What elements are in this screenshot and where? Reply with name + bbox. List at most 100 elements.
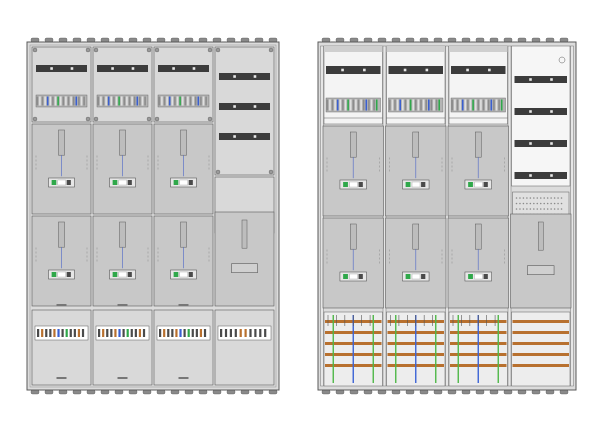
mounting-foot bbox=[405, 389, 415, 395]
terminal bbox=[75, 96, 78, 106]
mounting-foot bbox=[86, 389, 96, 395]
terminal bbox=[404, 99, 407, 111]
vent-hole bbox=[539, 197, 542, 199]
mounting-foot bbox=[198, 389, 208, 395]
busbar-field bbox=[448, 311, 508, 387]
mounting-foot bbox=[170, 389, 180, 395]
breaker-column bbox=[214, 46, 275, 386]
terminal bbox=[126, 329, 129, 337]
terminal bbox=[249, 329, 252, 337]
mounting-foot bbox=[58, 389, 68, 395]
terminal bbox=[122, 329, 125, 337]
mounting-foot bbox=[114, 37, 124, 43]
meter-clamp bbox=[51, 272, 57, 277]
mounting-foot bbox=[58, 37, 68, 43]
terminal bbox=[412, 99, 414, 111]
terminal bbox=[375, 99, 378, 111]
vent-hole bbox=[515, 208, 518, 210]
screw-icon bbox=[93, 116, 99, 122]
vent-hole bbox=[519, 202, 521, 205]
terminal bbox=[254, 329, 257, 337]
terminal bbox=[41, 329, 44, 337]
distribution-field bbox=[153, 46, 214, 123]
rail-slot bbox=[529, 174, 532, 177]
meter-hanger bbox=[58, 221, 65, 248]
meter-clamp bbox=[66, 180, 71, 185]
mounting-foot bbox=[489, 37, 499, 43]
mounting-foot bbox=[100, 37, 110, 43]
connection-field bbox=[31, 309, 92, 386]
mounting-foot bbox=[377, 37, 387, 43]
terminal bbox=[118, 329, 121, 337]
screw-icon bbox=[215, 47, 221, 53]
terminal bbox=[433, 99, 435, 111]
terminal bbox=[163, 329, 166, 337]
mounting-foot bbox=[128, 37, 138, 43]
terminal bbox=[49, 329, 52, 337]
terminal bbox=[467, 99, 469, 111]
terminal bbox=[179, 96, 181, 106]
busbar bbox=[512, 331, 569, 334]
screw-icon bbox=[268, 169, 274, 175]
vent-hole bbox=[526, 197, 528, 199]
vent-hole bbox=[529, 208, 532, 210]
vent-hole bbox=[543, 202, 546, 205]
vent-hole bbox=[557, 202, 559, 205]
rail-slot bbox=[172, 67, 175, 70]
vent-hole bbox=[553, 197, 556, 199]
mounting-foot bbox=[44, 389, 54, 395]
vent-hole bbox=[519, 208, 521, 210]
terminal bbox=[485, 99, 487, 111]
terminal bbox=[464, 99, 467, 111]
vent-hole bbox=[546, 197, 549, 199]
terminal bbox=[183, 329, 186, 337]
terminal bbox=[495, 99, 498, 111]
vent-hole bbox=[553, 208, 556, 210]
terminal bbox=[175, 329, 178, 337]
vent-hole bbox=[515, 197, 518, 199]
terminal bbox=[107, 96, 110, 106]
mounting-foot bbox=[268, 37, 278, 43]
din-rail bbox=[514, 172, 567, 179]
terminal bbox=[105, 96, 107, 106]
terminal bbox=[134, 329, 137, 337]
meter-clamp bbox=[127, 180, 132, 185]
terminal bbox=[78, 96, 80, 106]
terminal bbox=[69, 329, 72, 337]
meter-hanger bbox=[119, 221, 126, 248]
terminal bbox=[229, 329, 232, 337]
meter-clamp bbox=[474, 181, 483, 188]
busbar-area bbox=[511, 311, 571, 387]
mounting-foot bbox=[254, 389, 264, 395]
terminal bbox=[159, 329, 162, 337]
terminal bbox=[161, 96, 163, 106]
terminal bbox=[199, 329, 203, 337]
terminal bbox=[57, 329, 60, 337]
terminal bbox=[67, 96, 70, 106]
screw-icon bbox=[85, 116, 91, 122]
terminal bbox=[114, 329, 117, 337]
terminal bbox=[39, 96, 41, 106]
mounting-foot bbox=[559, 37, 569, 43]
mounting-foot bbox=[559, 389, 569, 395]
terminal bbox=[102, 329, 105, 337]
vent-hole bbox=[560, 202, 563, 205]
rail-slot bbox=[363, 68, 366, 72]
rail-slot bbox=[550, 174, 553, 177]
terminal bbox=[110, 96, 113, 106]
meter-clamp bbox=[188, 180, 193, 185]
mounting-foot bbox=[30, 37, 40, 43]
vent-hole bbox=[546, 202, 549, 205]
terminal bbox=[259, 329, 262, 337]
mounting-foot bbox=[86, 37, 96, 43]
terminal bbox=[136, 96, 139, 106]
meter-clamp bbox=[57, 271, 66, 278]
mounting-foot bbox=[475, 37, 485, 43]
mounting-foot bbox=[447, 389, 457, 395]
terminal bbox=[36, 96, 39, 106]
rail-slot bbox=[50, 67, 53, 70]
meter-clamp bbox=[173, 272, 179, 277]
mounting-foot bbox=[72, 389, 82, 395]
mounting-foot bbox=[475, 389, 485, 395]
vent-hole bbox=[526, 202, 528, 205]
